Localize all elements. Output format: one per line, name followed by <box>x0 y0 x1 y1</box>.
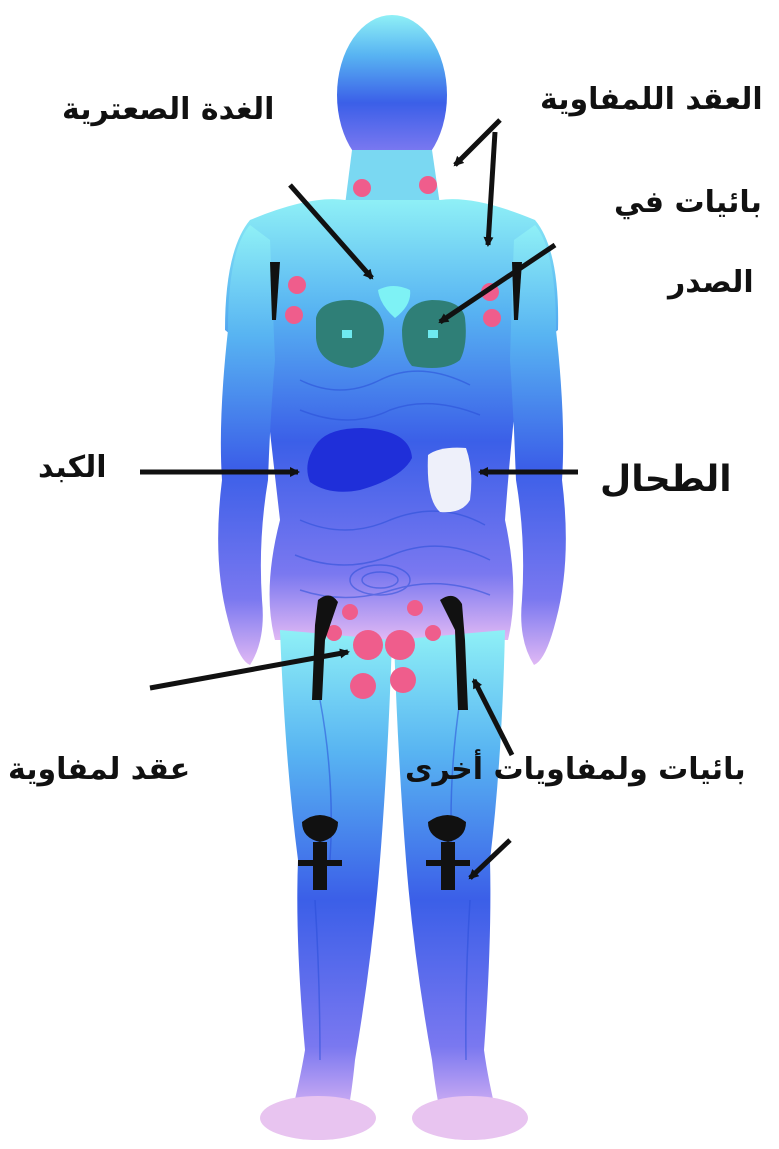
lymph-node <box>353 630 383 660</box>
lymph-node <box>407 600 423 616</box>
left-arm <box>218 225 275 665</box>
left-leg <box>280 630 392 1120</box>
spleen-organ <box>428 448 472 513</box>
lymph-node <box>419 176 437 194</box>
left-foot <box>260 1096 376 1140</box>
lymph-node <box>385 630 415 660</box>
label-lymph-nodes-top: العقد اللمفاوية <box>540 85 763 115</box>
label-chest-b-cells-line1: بائيات في <box>614 188 762 218</box>
lymph-node <box>342 604 358 620</box>
label-liver: الكبد <box>38 453 107 483</box>
left-lung-marker <box>342 330 352 338</box>
label-lymph-nodes-groin: عقد لمفاوية <box>8 755 190 785</box>
lymph-node <box>285 306 303 324</box>
right-foot <box>412 1096 528 1140</box>
label-chest-b-cells-line2: الصدر <box>668 268 754 298</box>
lymph-node <box>350 673 376 699</box>
lymph-node <box>288 276 306 294</box>
label-other-b-t-cells: بائيات ولمفاويات أخرى <box>405 755 746 785</box>
right-lung-marker <box>428 330 438 338</box>
label-thymus: الغدة الصعترية <box>62 95 274 125</box>
lymph-node <box>353 179 371 197</box>
lymph-node <box>425 625 441 641</box>
human-body-figure <box>218 15 566 1140</box>
lymph-node <box>390 667 416 693</box>
lymph-node <box>483 309 501 327</box>
label-spleen: الطحال <box>600 462 732 498</box>
